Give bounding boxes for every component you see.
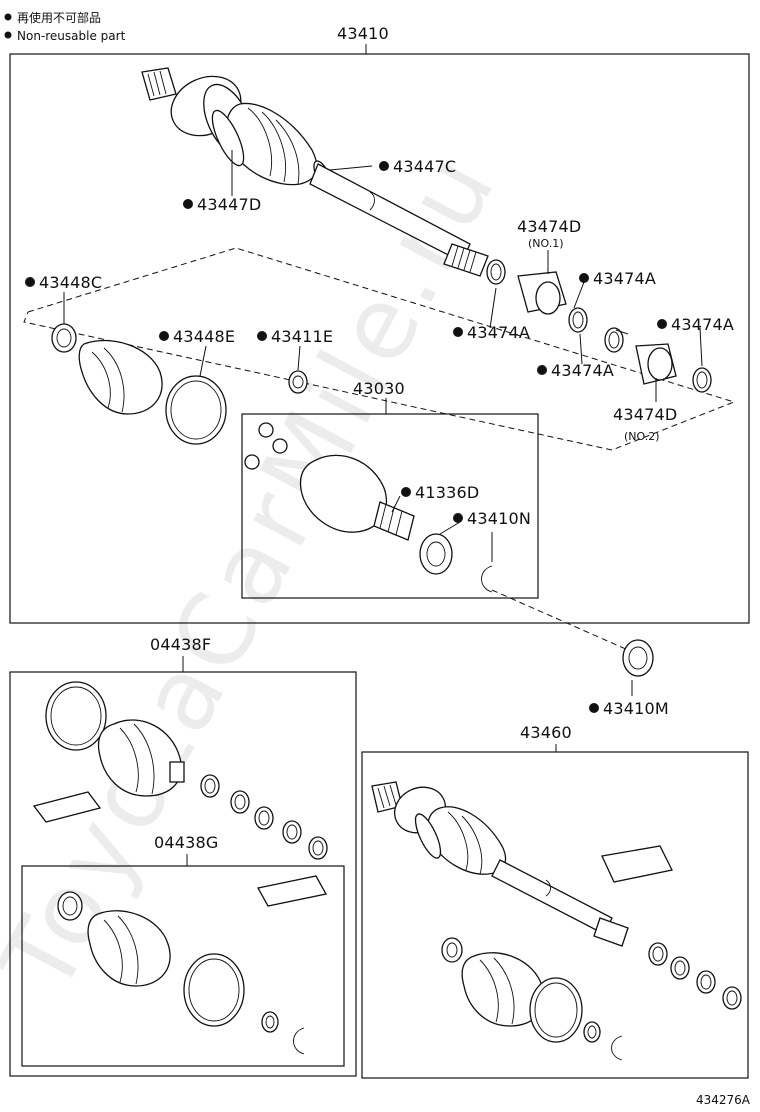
labels-43474D-2[interactable]: 43474D (NO.2) [613,405,677,443]
labels-43447C[interactable]: 43447C [379,157,456,176]
boot-kit-outer-illustration [32,681,328,860]
part-label-43474A-4[interactable]: 43474A [551,361,614,380]
damper-group [486,259,712,393]
assembly-frame-04438G [21,865,345,1067]
labels-43448C[interactable]: 43448C [25,273,102,292]
assembly-frame-43460 [361,751,749,1079]
non-reusable-bullet-icon [159,331,169,341]
non-reusable-bullet-icon [537,365,547,375]
part-label-43410M[interactable]: 43410M [603,699,669,718]
labels-43411E[interactable]: 43411E [257,327,333,346]
legend: 再使用不可部品 Non-reusable part [4,10,126,43]
labels-43447D[interactable]: 43447D [183,195,261,214]
part-label-04438F[interactable]: 04438F [150,635,211,654]
labels-41336D[interactable]: 41336D [401,483,479,502]
non-reusable-bullet-icon [579,273,589,283]
non-reusable-bullet-icon [257,331,267,341]
part-label-43474D-no2[interactable]: 43474D [613,405,677,424]
part-note-no1: (NO.1) [528,237,564,250]
part-label-43447C[interactable]: 43447C [393,157,456,176]
subassembly-outline [23,247,736,451]
labels-43474A-3[interactable]: 43474A [657,315,734,334]
bearing-43410M [622,639,654,696]
part-note-no2: (NO.2) [624,430,660,443]
legend-item-en: Non-reusable part [17,29,126,43]
assembly-frame-43030 [241,413,539,599]
part-label-43448E[interactable]: 43448E [173,327,235,346]
non-reusable-bullet-icon [379,161,389,171]
part-label-43474A-1[interactable]: 43474A [593,269,656,288]
labels-43410M[interactable]: 43410M [589,699,669,718]
boot-kit-inner-illustration [57,875,327,1055]
part-label-43030[interactable]: 43030 [353,379,405,398]
part-label-43474A-3[interactable]: 43474A [671,315,734,334]
part-label-43410[interactable]: 43410 [337,24,389,43]
non-reusable-bullet-icon [453,513,463,523]
drive-shaft-illustration [141,67,489,277]
legend-bullet-icon [4,13,12,21]
assembly-frame-04438F [9,671,357,1077]
legend-item-ja: 再使用不可部品 [17,10,101,25]
non-reusable-bullet-icon [183,199,193,209]
part-label-43448C[interactable]: 43448C [39,273,102,292]
part-label-43474D-no1[interactable]: 43474D [517,217,581,236]
inner-boot-group [51,323,308,445]
labels-43474A-2[interactable]: 43474A [453,323,530,342]
drive-shaft-43460-illustration [371,781,742,1061]
labels-43474A-1[interactable]: 43474A [579,269,656,288]
part-label-43460[interactable]: 43460 [520,723,572,742]
inner-joint-illustration [244,422,493,593]
legend-bullet-icon [4,31,12,39]
non-reusable-bullet-icon [657,319,667,329]
part-label-43411E[interactable]: 43411E [271,327,333,346]
labels-43474D-1[interactable]: 43474D (NO.1) [517,217,581,250]
part-label-43410N[interactable]: 43410N [467,509,531,528]
part-label-43474A-2[interactable]: 43474A [467,323,530,342]
diagram-number: 434276A [696,1093,751,1107]
part-label-41336D[interactable]: 41336D [415,483,479,502]
labels-43410N[interactable]: 43410N [453,509,531,528]
non-reusable-bullet-icon [401,487,411,497]
leader-lines [63,150,703,562]
non-reusable-bullet-icon [453,327,463,337]
assembly-frame-43410 [9,53,750,624]
labels-43474A-4[interactable]: 43474A [537,361,614,380]
labels-43448E[interactable]: 43448E [159,327,235,346]
part-label-04438G[interactable]: 04438G [154,833,219,852]
non-reusable-bullet-icon [25,277,35,287]
non-reusable-bullet-icon [589,703,599,713]
part-label-43447D[interactable]: 43447D [197,195,261,214]
